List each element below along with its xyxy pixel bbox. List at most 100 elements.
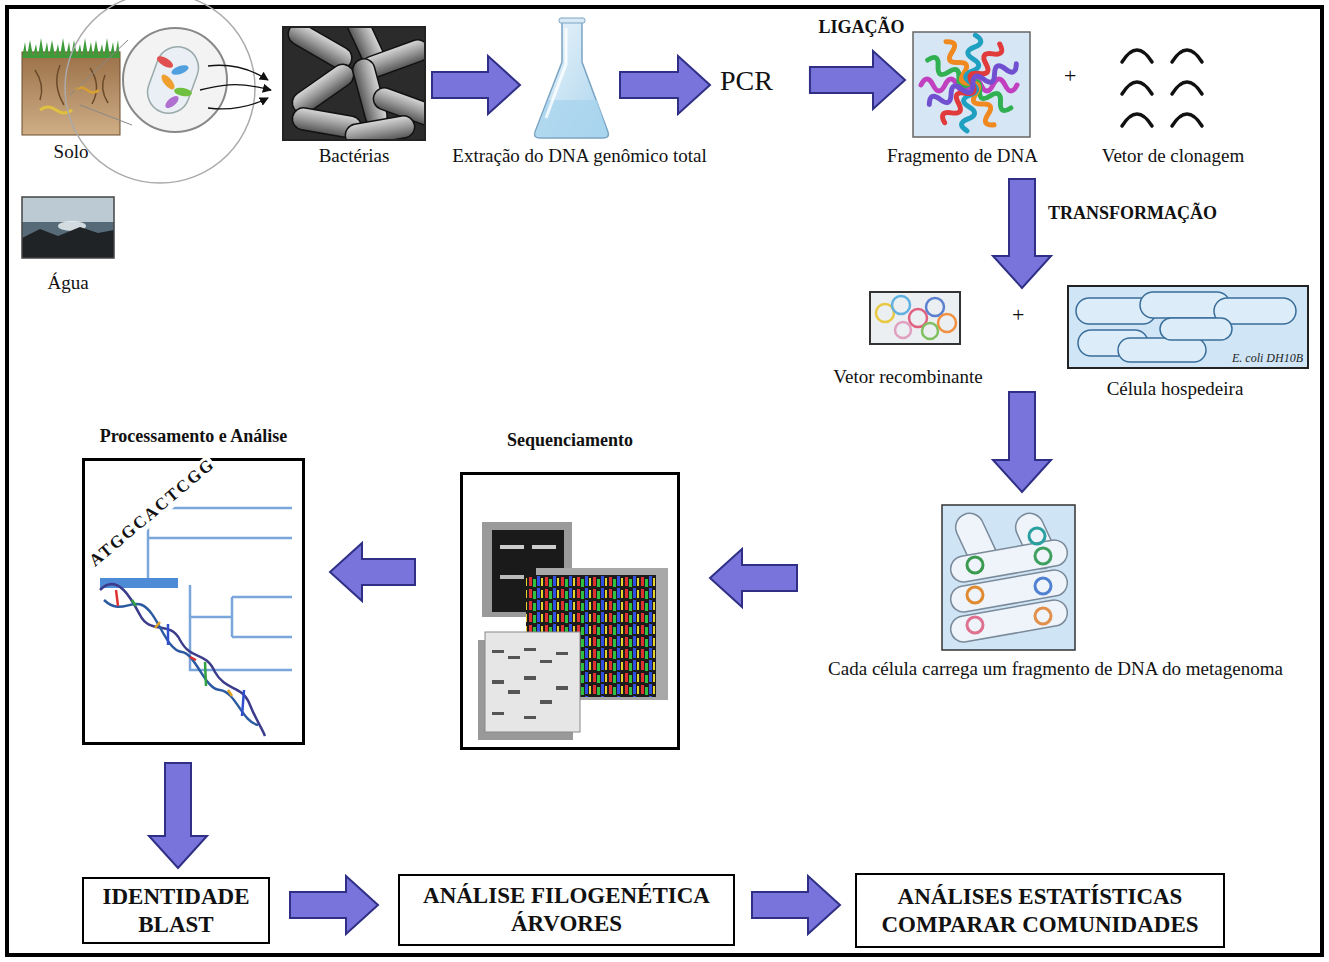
process-box: ANÁLISE FILOGENÉTICA ÁRVORES xyxy=(398,874,735,946)
node-label: Solo xyxy=(54,141,89,163)
bacteria-picture xyxy=(283,27,425,140)
clone-cells-picture xyxy=(1029,528,1045,544)
block-arrow xyxy=(810,51,905,109)
water-sample: Água xyxy=(22,197,114,258)
bacteria-picture xyxy=(283,3,444,148)
process-box: IDENTIDADE BLAST xyxy=(82,877,270,944)
sequencing-panel: Sequenciamento xyxy=(460,472,680,750)
vector-symbols xyxy=(1172,114,1202,126)
sequencing-picture xyxy=(500,575,524,579)
node-label: ANÁLISE FILOGENÉTICA ÁRVORES xyxy=(412,882,721,937)
block-arrow xyxy=(993,179,1051,288)
phylogeny-picture xyxy=(148,508,292,670)
node-label: ANÁLISES ESTATÍSTICAS COMPARAR COMUNIDAD… xyxy=(869,883,1211,938)
node-label: Fragmento de DNA xyxy=(887,145,1038,167)
host-cell-picture xyxy=(1160,318,1232,340)
water-picture xyxy=(22,197,114,258)
phylogeny-picture xyxy=(205,662,206,686)
host-cell-picture xyxy=(1068,286,1308,368)
cloning-vector: Vetor de clonagem xyxy=(1118,40,1208,128)
recombinant-vector-picture xyxy=(870,292,960,344)
clone-cells-picture xyxy=(942,505,1075,650)
flask-picture xyxy=(536,100,608,137)
phylogeny-picture xyxy=(190,657,196,660)
vector-symbols xyxy=(1172,82,1202,94)
magnifier-picture xyxy=(173,86,192,97)
sequencing-picture xyxy=(540,700,552,704)
plus-sign: + xyxy=(1064,64,1076,88)
magnifier-picture xyxy=(159,73,177,92)
phylogeny-picture xyxy=(148,508,292,582)
dna-fragment-picture xyxy=(927,58,1019,109)
vector-symbols xyxy=(1122,82,1152,94)
phylogeny-picture xyxy=(190,585,292,670)
dna-fragment: Fragmento de DNA xyxy=(913,32,1030,137)
clone-library: Cada célula carrega um fragmento de DNA … xyxy=(942,505,1075,650)
water-picture xyxy=(22,197,114,258)
sequencing-picture xyxy=(492,712,504,715)
node-label: Extração do DNA genômico total xyxy=(452,145,706,167)
process-box: ANÁLISES ESTATÍSTICAS COMPARAR COMUNIDAD… xyxy=(855,873,1225,948)
sequencing-picture xyxy=(524,676,536,680)
clone-cells-picture xyxy=(967,528,1051,633)
recombinant-vector-picture xyxy=(876,296,956,339)
water-picture xyxy=(22,222,114,258)
magnifier-picture xyxy=(170,63,190,77)
node-label: PCR xyxy=(720,64,773,98)
host-cell-picture xyxy=(1068,286,1308,368)
node-label: Água xyxy=(47,272,88,294)
dna-fragment-picture xyxy=(921,35,1019,132)
node-label: Bactérias xyxy=(319,145,390,167)
sequencing-picture xyxy=(532,545,556,549)
clone-cells-picture xyxy=(1035,548,1051,564)
clone-cells-picture xyxy=(967,557,983,573)
vector-symbols xyxy=(1172,50,1202,62)
magnifier-picture xyxy=(65,0,268,183)
dna-fragment-picture xyxy=(913,32,1030,137)
phylogeny-picture xyxy=(104,600,258,725)
phylogeny-picture xyxy=(155,622,160,628)
block-arrow xyxy=(290,876,378,934)
soil-picture xyxy=(75,88,99,93)
plus-sign: + xyxy=(1012,303,1024,327)
panel-heading: Sequenciamento xyxy=(507,429,633,451)
clone-cells-picture xyxy=(949,598,1070,644)
dna-fragment-picture xyxy=(913,32,1030,137)
recombinant-vector-picture xyxy=(926,298,944,316)
dna-fragment-picture xyxy=(913,32,1030,137)
magnifier-picture xyxy=(70,40,128,95)
vector-symbols xyxy=(1122,50,1152,62)
sequencing-picture xyxy=(524,648,536,651)
phylogeny-picture xyxy=(116,590,118,606)
phylogeny-picture xyxy=(228,690,232,696)
soil-sample: Solo xyxy=(22,40,120,135)
recombinant-vector-picture xyxy=(922,323,938,339)
magnifier-picture xyxy=(163,94,180,110)
sequence-text: ATGGCACTCGG xyxy=(86,455,219,571)
magnifier-picture xyxy=(65,0,255,183)
node-label: Vetor recombinante xyxy=(833,366,982,388)
analysis-panel: Processamento e Análise xyxy=(82,458,305,745)
sequencing-picture xyxy=(492,650,504,653)
flask-picture xyxy=(546,28,566,118)
sequencing-picture xyxy=(508,690,520,694)
node-label: Célula hospedeira xyxy=(1107,378,1244,400)
sequencing-picture xyxy=(556,686,568,690)
edge-label: TRANSFORMAÇÃO xyxy=(1046,202,1219,224)
magnifier-picture xyxy=(142,41,205,119)
node-label: Vetor de clonagem xyxy=(1102,145,1244,167)
block-arrow xyxy=(330,543,415,601)
recombinant-vector-picture xyxy=(895,322,911,338)
phylogeny-picture xyxy=(167,624,170,645)
recombinant-vector-picture xyxy=(938,314,956,332)
flask-picture xyxy=(535,20,609,138)
host-cell-picture xyxy=(1118,338,1206,362)
phylogeny-picture xyxy=(100,584,265,736)
block-arrow xyxy=(620,56,710,114)
phylogeny-picture xyxy=(242,690,244,716)
recombinant-vector-picture xyxy=(892,296,910,314)
clone-cells-picture xyxy=(1035,578,1051,594)
magnifier-picture xyxy=(208,98,268,109)
node-label: Cada célula carrega um fragmento de DNA … xyxy=(828,658,1283,680)
magnifier-picture xyxy=(208,65,268,80)
